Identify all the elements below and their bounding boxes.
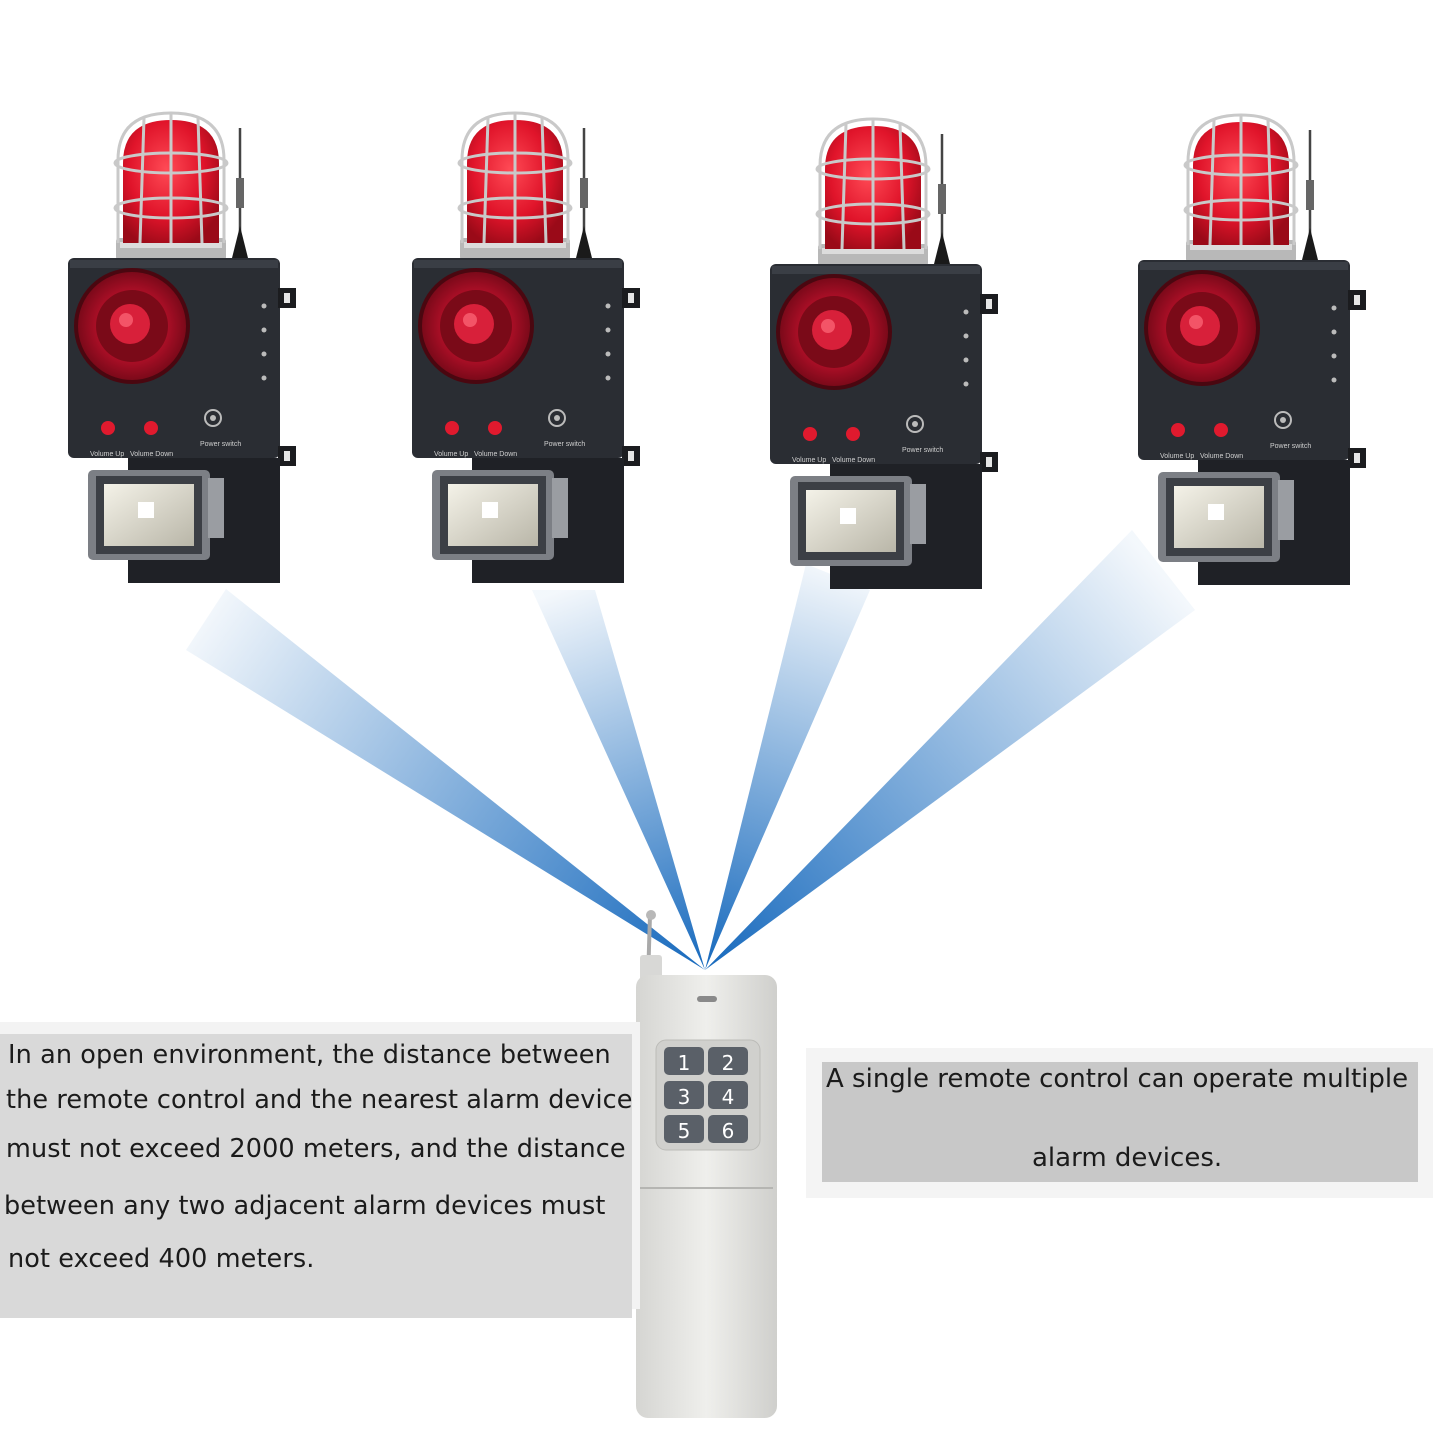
alarm-device-3: Volume Up Volume Down Power switch: [768, 116, 1000, 591]
volume-down-label: Volume Down: [1200, 453, 1243, 460]
left-note-line-4: between any two adjacent alarm devices m…: [4, 1191, 606, 1221]
left-note-line-5: not exceed 400 meters.: [8, 1244, 315, 1274]
volume-down-label: Volume Down: [130, 451, 173, 458]
left-note-background: [0, 1034, 632, 1318]
remote-button-4[interactable]: 4: [708, 1081, 748, 1109]
signal-beams: [186, 530, 1195, 970]
remote-button-label: 1: [678, 1051, 691, 1075]
remote-indicator-led: [697, 996, 717, 1002]
alarm-device-4: Volume Up Volume Down Power switch: [1136, 112, 1368, 587]
signal-beam-2: [532, 590, 705, 970]
right-note-line-1: A single remote control can operate mult…: [826, 1064, 1409, 1094]
remote-button-label: 3: [678, 1085, 691, 1109]
right-note-line-2: alarm devices.: [1032, 1143, 1223, 1173]
remote-control: 1 2 3 4 5 6: [636, 910, 777, 1418]
volume-up-label: Volume Up: [434, 451, 468, 458]
power-switch-label: Power switch: [902, 447, 943, 454]
alarm-device-1: Volume Up Volume Down Power switch: [66, 110, 298, 585]
power-switch-label: Power switch: [200, 441, 241, 448]
signal-beam-1: [186, 589, 705, 970]
power-switch-label: Power switch: [544, 441, 585, 448]
volume-down-label: Volume Down: [832, 457, 875, 464]
left-note-line-1: In an open environment, the distance bet…: [8, 1040, 611, 1070]
left-note-line-3: must not exceed 2000 meters, and the dis…: [6, 1134, 626, 1164]
volume-up-label: Volume Up: [1160, 453, 1194, 460]
signal-beam-3: [705, 564, 870, 970]
right-note-background: [822, 1062, 1418, 1182]
volume-down-label: Volume Down: [474, 451, 517, 458]
remote-button-label: 6: [722, 1119, 735, 1143]
remote-button-3[interactable]: 3: [664, 1081, 704, 1109]
signal-beam-4: [705, 530, 1195, 970]
remote-button-5[interactable]: 5: [664, 1115, 704, 1143]
remote-button-label: 4: [722, 1085, 735, 1109]
volume-up-label: Volume Up: [90, 451, 124, 458]
alarm-device-2: Volume Up Volume Down Power switch: [410, 110, 642, 585]
left-note-panel: [0, 1022, 640, 1318]
remote-button-label: 5: [678, 1119, 691, 1143]
remote-button-label: 2: [722, 1051, 735, 1075]
left-note-line-2: the remote control and the nearest alarm…: [6, 1085, 633, 1115]
remote-button-2[interactable]: 2: [708, 1047, 748, 1075]
remote-button-1[interactable]: 1: [664, 1047, 704, 1075]
right-note-panel: [806, 1048, 1433, 1198]
volume-up-label: Volume Up: [792, 457, 826, 464]
power-switch-label: Power switch: [1270, 443, 1311, 450]
remote-button-6[interactable]: 6: [708, 1115, 748, 1143]
